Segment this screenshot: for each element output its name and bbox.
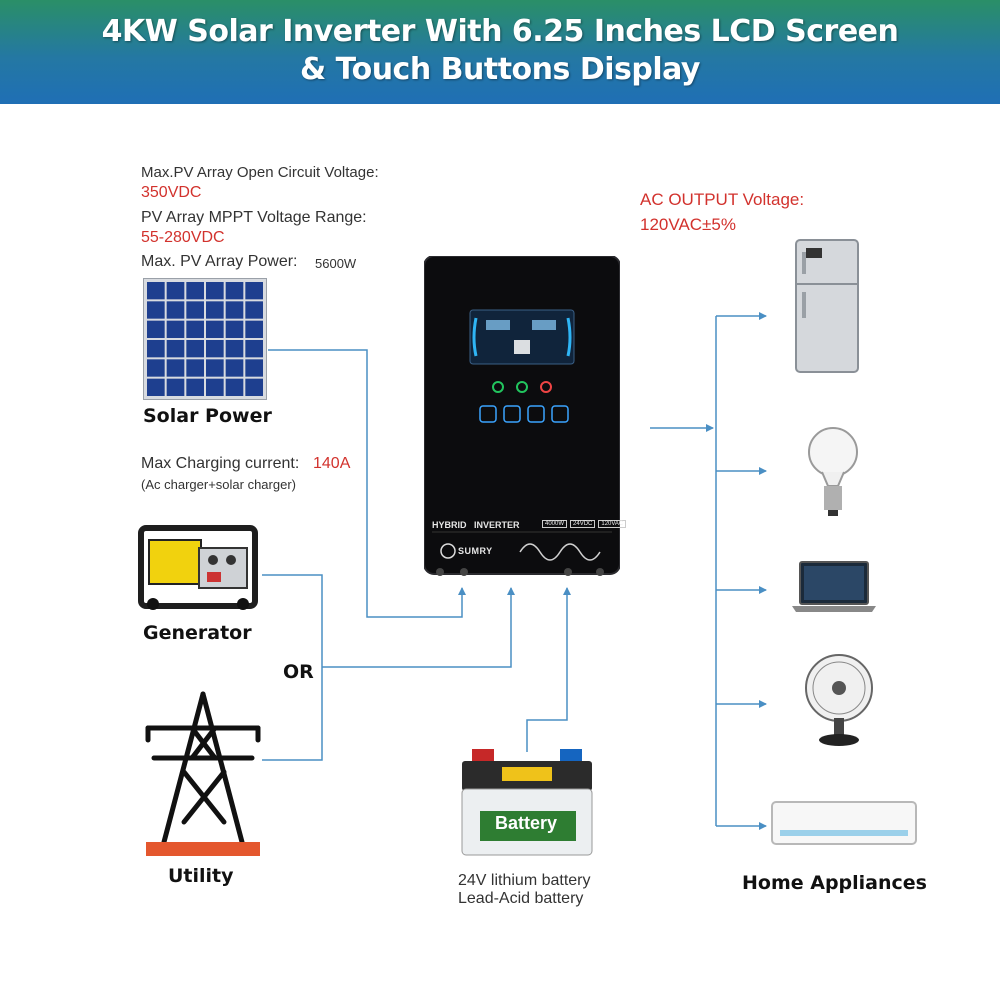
solar-cell [186,320,204,338]
laptop-icon [792,561,876,612]
fan-icon [805,654,873,746]
banner-title-line1: 4KW Solar Inverter With 6.25 Inches LCD … [101,14,899,49]
pv-power-value: 5600W [315,256,357,271]
solar-cell [166,378,185,396]
solar-cell [245,378,263,396]
refrigerator-icon [795,239,859,373]
solar-cell [206,340,224,358]
solar-cell [225,340,244,358]
solar-cell [225,320,244,338]
grid-line [322,587,515,668]
solar-cell [206,320,224,338]
light-bulb-icon [808,427,858,516]
ac-output-label: AC OUTPUT Voltage: [640,190,805,209]
air-conditioner-icon [771,801,917,845]
solar-cell [225,359,244,377]
generator-icon [138,525,258,610]
charging-note: (Ac charger+solar charger) [141,477,296,492]
solar-cell [245,320,263,338]
inverter-model-label: HYBRID INVERTER [432,520,520,530]
inverter-badge-power: 4000W [542,520,568,528]
inverter-badge-dc: 24VDC [570,520,596,528]
utility-tower-icon [145,691,261,856]
battery-label: Battery [494,813,558,833]
max-charging-value: 140A [313,455,351,472]
home-appliances-label: Home Appliances [742,872,927,894]
pv-mppt-value: 55-280VDC [141,229,225,246]
inverter-badge-ac: 120VAC [598,520,627,528]
pv-open-circuit-value: 350VDC [141,184,202,201]
solar-cell [225,301,244,319]
solar-power-label: Solar Power [143,405,272,427]
battery-type-lithium: 24V lithium battery [458,872,591,889]
solar-cell [245,340,263,358]
solar-cell [225,282,244,300]
inverter-badges: 4000W 24VDC 120VAC [542,520,627,528]
pv-open-circuit-label: Max.PV Array Open Circuit Voltage: [141,164,379,181]
title-banner: 4KW Solar Inverter With 6.25 Inches LCD … [0,0,1000,104]
battery-type-lead-acid: Lead-Acid battery [458,890,584,907]
solar-cell [147,378,165,396]
solar-cell [166,320,185,338]
or-label: OR [283,661,314,683]
inverter-brand: SUMRY [458,546,493,556]
solar-cell [147,320,165,338]
generator-label: Generator [143,622,252,644]
solar-cell [206,378,224,396]
solar-cell [166,282,185,300]
battery-line [526,587,571,752]
solar-cell [147,359,165,377]
solar-cell [245,282,263,300]
pv-mppt-label: PV Array MPPT Voltage Range: [141,209,367,226]
solar-cell [147,340,165,358]
solar-cell [166,340,185,358]
solar-cell [245,301,263,319]
solar-cell [186,282,204,300]
solar-cell [186,301,204,319]
utility-label: Utility [168,865,234,887]
solar-line [268,349,466,618]
solar-cell [186,378,204,396]
solar-cell [206,282,224,300]
battery-icon [461,749,593,856]
solar-cell [245,359,263,377]
ac-output-value: 120VAC±5% [640,215,736,234]
solar-cell [186,340,204,358]
solar-cell [225,378,244,396]
solar-cell [166,359,185,377]
banner-title-line2: & Touch Buttons Display [300,52,701,87]
pv-power-label: Max. PV Array Power: [141,253,298,270]
solar-cell [166,301,185,319]
solar-cell [186,359,204,377]
solar-panel-icon [143,278,267,400]
solar-cell [147,282,165,300]
max-charging-label: Max Charging current: [141,455,300,472]
solar-cell [206,301,224,319]
solar-cell [147,301,165,319]
hybrid-inverter-icon [424,256,620,576]
solar-cell [206,359,224,377]
